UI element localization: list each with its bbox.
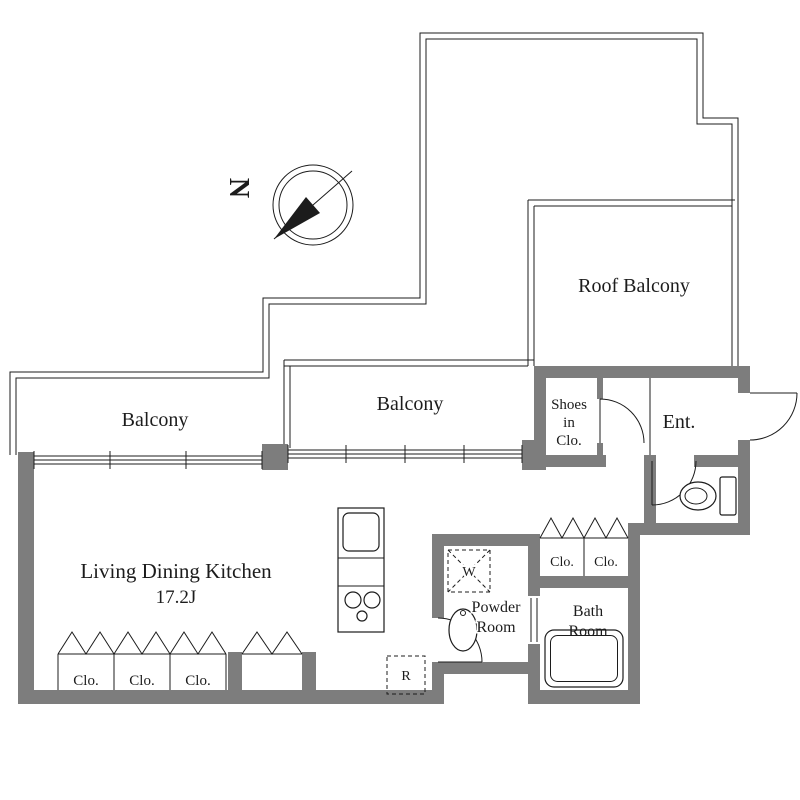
compass: N — [223, 164, 354, 246]
toilet-bowl — [679, 481, 717, 511]
balcony-outline-outer — [9, 32, 739, 455]
washing-machine-diagonals — [447, 549, 491, 593]
washing-machine-box — [447, 549, 491, 593]
closet-bottom-2-label: Clo. — [129, 673, 154, 689]
bath-tub-inner — [550, 635, 618, 682]
shoes-closet-label-line2: in — [563, 415, 575, 431]
balcony-left-label: Balcony — [122, 409, 189, 431]
ldk-label: Living Dining Kitchen — [80, 559, 272, 583]
wall-powder-bottom — [432, 662, 540, 674]
powder-sink-faucet — [460, 610, 466, 616]
closet-bottom-1-label: Clo. — [73, 673, 98, 689]
bath-room-label-line2: Room — [568, 623, 608, 640]
wall-shoes-left — [534, 366, 546, 467]
refrigerator-space: R — [386, 655, 426, 695]
washing-machine-label: W — [462, 565, 476, 580]
wall-toilet-top-right — [694, 455, 750, 467]
roof-balcony-label: Roof Balcony — [578, 275, 690, 297]
powder-sink — [448, 608, 478, 652]
wall-closet4-pier-right — [302, 652, 316, 692]
balcony-railings — [283, 199, 735, 448]
balcony-outline-inner — [15, 38, 733, 455]
wall-shoes-ent-divider-bottom — [597, 443, 603, 455]
wall-bath-bottom — [528, 690, 640, 704]
wall-ldk-bottom — [18, 690, 444, 704]
wall-shoes-bottom — [528, 455, 606, 467]
stove-burner-right — [363, 591, 381, 609]
refrigerator-box — [386, 655, 426, 695]
wall-powder-top — [432, 534, 540, 546]
wall-mid-pier — [262, 444, 288, 470]
wall-top-entrance — [534, 366, 750, 378]
powder-room-label-line1: Powder — [472, 599, 522, 616]
walls — [18, 366, 750, 704]
stove-burner-left — [344, 591, 362, 609]
bath-room-label-line1: Bath — [573, 603, 603, 620]
shoes-closet-door — [599, 398, 645, 444]
compass-inner-circle — [278, 170, 348, 240]
stove-burner-small — [356, 610, 368, 622]
wall-left — [18, 452, 34, 704]
closet-hall-2-label: Clo. — [594, 555, 618, 570]
wall-right-upper — [738, 366, 750, 393]
kitchen-counter — [337, 507, 385, 633]
closet-hall-1-label: Clo. — [550, 555, 574, 570]
shoes-closet-door-leaf-and-arc — [599, 398, 645, 444]
wall-shoes-ent-divider-top — [597, 372, 603, 399]
compass-outer-circle — [272, 164, 354, 246]
shoes-closet-label-line1: Shoes — [551, 397, 587, 413]
toilet-bowl-inner — [684, 487, 708, 505]
wall-closet-bath-divider — [528, 576, 640, 588]
powder-room-label-line2: Room — [476, 619, 516, 636]
wall-closet4-pier-left — [228, 652, 242, 692]
ldk-size-label: 17.2J — [156, 587, 197, 608]
bath-tub-outer — [544, 629, 624, 688]
compass-needle-arrow — [274, 197, 320, 239]
kitchen-counter-dividers — [338, 557, 384, 587]
closets — [57, 516, 629, 690]
bath-sliding-door — [530, 598, 538, 642]
entrance-label: Ent. — [663, 411, 696, 433]
closet-bifold-doors-hall — [539, 516, 629, 540]
balcony-outlines — [9, 32, 739, 455]
shoes-closet-label-line3: Clo. — [556, 433, 581, 449]
wall-right-lower — [628, 523, 640, 704]
kitchen-sink — [342, 512, 380, 552]
balcony-main-label: Balcony — [377, 393, 444, 415]
toilet-tank — [719, 476, 737, 516]
closet-bifold-doors-bottom — [57, 631, 303, 655]
compass-north-label: N — [223, 178, 254, 198]
room-labels: Roof Balcony Balcony Balcony Shoes in Cl… — [73, 275, 695, 689]
balcony-windows — [33, 445, 523, 469]
washing-machine-space: W — [447, 549, 491, 593]
front-door — [749, 392, 798, 441]
powder-sink-basin — [448, 608, 478, 652]
refrigerator-label: R — [401, 669, 411, 684]
wall-toilet-left — [644, 455, 656, 535]
bath-tub — [544, 629, 624, 688]
wall-right-mid — [738, 440, 750, 535]
wall-powder-left-upper — [432, 534, 444, 618]
wall-toilet-bottom — [628, 523, 750, 535]
toilet-fixture — [679, 476, 737, 516]
closet-bottom-3-label: Clo. — [185, 673, 210, 689]
kitchen-counter-outline — [337, 507, 385, 633]
front-door-leaf-and-arc — [749, 392, 798, 441]
